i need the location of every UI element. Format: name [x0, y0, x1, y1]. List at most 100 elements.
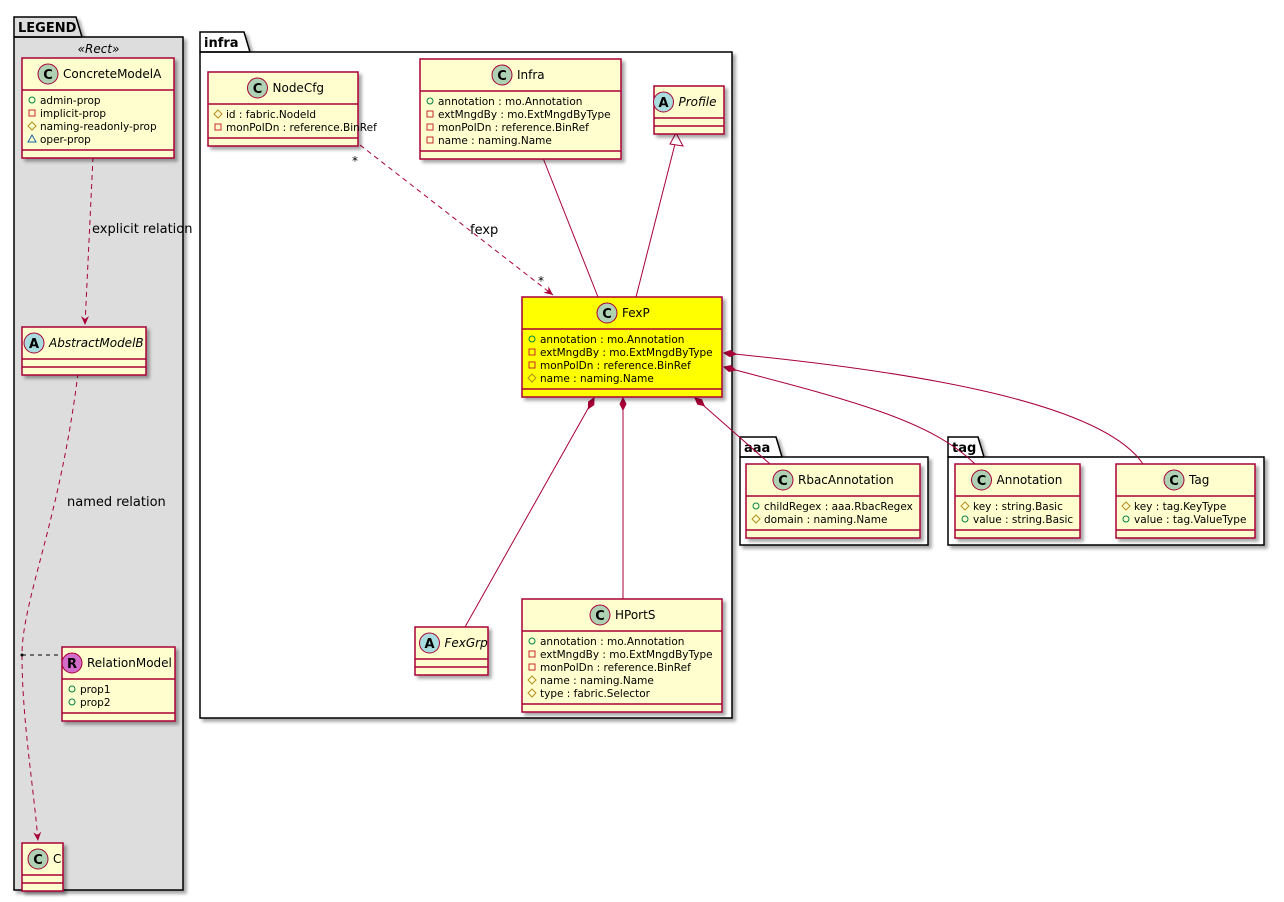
- relation-fexp-annotation[interactable]: [722, 364, 976, 465]
- class-attribute: implicit-prop: [40, 108, 106, 120]
- class-attribute: annotation : mo.Annotation: [540, 334, 684, 346]
- relation-fexp-fexgrp[interactable]: [464, 397, 597, 628]
- public-visibility-icon: [752, 502, 760, 510]
- class-kind-letter: A: [658, 96, 668, 111]
- private-visibility-icon: [28, 109, 36, 117]
- relation-fexp[interactable]: fexp**: [352, 144, 555, 298]
- class-kind-C-icon: [971, 469, 992, 491]
- class-kind-A-icon: [653, 91, 674, 113]
- arrowhead-icon: [81, 316, 89, 325]
- class-attribute: monPolDn : reference.BinRef: [540, 662, 691, 674]
- protected-visibility-icon: [27, 121, 37, 131]
- class-name: Tag: [1188, 473, 1209, 487]
- class-attribute: name : naming.Name: [540, 373, 654, 385]
- relation-profile-fexp[interactable]: [635, 131, 684, 298]
- public-visibility-icon: [528, 637, 536, 645]
- relation-label: fexp: [470, 223, 498, 238]
- public-visibility-icon: [961, 515, 969, 523]
- inheritance-triangle-icon: [669, 131, 684, 147]
- class-attribute: name : naming.Name: [540, 675, 654, 687]
- package-legend: LEGEND«Rect»: [13, 16, 184, 891]
- class-kind-C-icon: [247, 77, 268, 99]
- class-kind-C-icon: [596, 302, 618, 324]
- relation-fexp-rbac[interactable]: [693, 396, 771, 465]
- class-attribute: key : tag.KeyType: [1134, 501, 1226, 513]
- class-kind-C-icon: [772, 469, 794, 491]
- class-name: Profile: [679, 95, 717, 109]
- protected-visibility-icon: [751, 514, 761, 524]
- class-FexGrp[interactable]: A FexGrp: [414, 626, 489, 676]
- arrowhead-icon: [543, 286, 553, 295]
- package-name: aaa: [744, 441, 770, 456]
- protected-visibility-icon: [960, 501, 970, 511]
- class-name: HPortS: [615, 608, 655, 622]
- class-name: AbstractModelB: [48, 336, 144, 350]
- class-kind-R-icon: [61, 652, 83, 674]
- class-name: RbacAnnotation: [798, 473, 894, 487]
- class-kind-A-icon: [419, 632, 440, 654]
- public-visibility-icon: [1122, 515, 1130, 523]
- class-attribute: extMngdBy : mo.ExtMngdByType: [540, 347, 713, 359]
- private-visibility-icon: [528, 663, 536, 671]
- public-visibility-icon: [528, 335, 536, 343]
- relation-fexp-hports[interactable]: [619, 396, 627, 599]
- protected-visibility-icon: [213, 109, 223, 119]
- class-attribute: admin-prop: [40, 95, 101, 107]
- protected-visibility-icon: [527, 373, 537, 383]
- class-attribute: prop2: [80, 697, 111, 709]
- class-name: RelationModel: [87, 656, 172, 670]
- class-kind-letter: C: [1169, 474, 1179, 489]
- class-name: ConcreteModelA: [63, 67, 162, 81]
- class-name: Infra: [517, 68, 545, 82]
- class-kind-letter: R: [67, 657, 77, 672]
- class-name: FexGrp: [445, 636, 489, 650]
- private-visibility-icon: [426, 136, 434, 144]
- protected-visibility-icon: [1121, 501, 1131, 511]
- composition-diamond-icon: [587, 397, 595, 410]
- class-attribute: value : tag.ValueType: [1134, 514, 1246, 526]
- public-visibility-icon: [426, 97, 434, 105]
- class-attribute: oper-prop: [40, 134, 91, 146]
- package-name: tag: [952, 441, 976, 456]
- class-kind-letter: C: [497, 69, 507, 84]
- class-attribute: extMngdBy : mo.ExtMngdByType: [438, 109, 611, 121]
- class-kind-letter: A: [424, 637, 434, 652]
- relation-explicit[interactable]: explicit relation: [81, 156, 192, 326]
- protected-visibility-icon: [527, 688, 537, 698]
- composition-diamond-icon: [619, 396, 627, 412]
- class-attribute: id : fabric.NodeId: [226, 109, 316, 121]
- class-kind-letter: C: [33, 853, 43, 868]
- class-kind-letter: C: [43, 68, 53, 83]
- package-visibility-icon: [27, 133, 37, 143]
- class-kind-C-icon: [491, 64, 513, 86]
- relation-label: named relation: [67, 495, 166, 510]
- class-kind-letter: C: [595, 609, 605, 624]
- class-attribute: monPolDn : reference.BinRef: [540, 360, 691, 372]
- composition-diamond-icon: [722, 365, 737, 372]
- class-Profile[interactable]: A Profile: [653, 85, 725, 135]
- class-attribute: annotation : mo.Annotation: [540, 636, 684, 648]
- package-stereotype: «Rect»: [78, 42, 120, 56]
- relation-named[interactable]: named relation: [20, 372, 166, 842]
- class-attribute: childRegex : aaa.RbacRegex: [764, 501, 913, 513]
- multiplicity-to: *: [538, 274, 544, 288]
- class-attribute: monPolDn : reference.BinRef: [438, 122, 589, 134]
- composition-diamond-icon: [722, 349, 738, 358]
- relation-fexp-tag[interactable]: [722, 349, 1144, 465]
- arrowhead-icon: [33, 831, 42, 841]
- class-kind-C-icon: [589, 604, 611, 626]
- private-visibility-icon: [426, 110, 434, 118]
- class-kind-C-icon: [1163, 469, 1185, 491]
